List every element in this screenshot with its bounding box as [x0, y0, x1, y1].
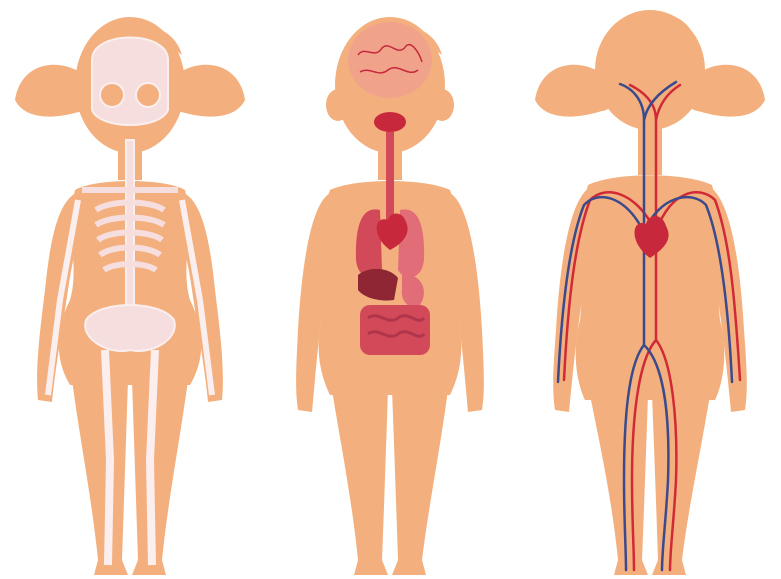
organs-figure [260, 0, 520, 579]
skull [92, 38, 168, 126]
neck [638, 125, 662, 175]
mouth [374, 112, 406, 132]
right-leg [392, 390, 448, 575]
left-leg [590, 395, 648, 575]
right-pigtail [175, 65, 245, 117]
esophagus [386, 132, 394, 222]
left-eye-socket [100, 83, 124, 107]
left-ear [326, 89, 350, 121]
intestines [360, 305, 430, 355]
left-leg [72, 380, 128, 575]
left-leg [332, 390, 388, 575]
pelvis [85, 305, 175, 351]
brain [348, 22, 432, 98]
right-leg [132, 380, 188, 575]
right-leg [652, 395, 710, 575]
skeleton-figure-icon [0, 0, 260, 579]
organs-figure-icon [260, 0, 520, 579]
left-ear [590, 79, 614, 111]
circulatory-figure [520, 0, 780, 579]
right-eye-socket [136, 83, 160, 107]
hair-top [605, 12, 695, 40]
right-ear [686, 79, 710, 111]
right-ear [430, 89, 454, 121]
left-pigtail [15, 65, 85, 117]
circulatory-figure-icon [520, 0, 780, 579]
skeleton-figure [0, 0, 260, 579]
